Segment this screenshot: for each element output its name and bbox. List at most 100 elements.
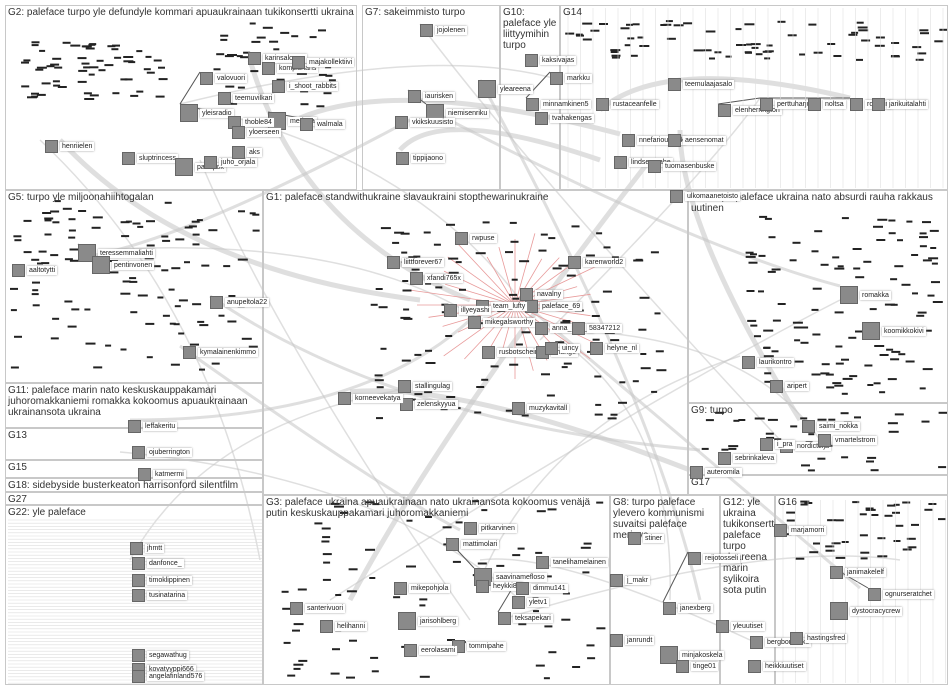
graph-node[interactable]: mikegalsworthy bbox=[468, 316, 535, 329]
graph-node[interactable]: liittforever67 bbox=[387, 256, 444, 269]
graph-node[interactable]: kymalainenkimmo bbox=[183, 346, 258, 359]
graph-node[interactable]: tippijaono bbox=[396, 152, 445, 165]
graph-node[interactable]: ojuberrington bbox=[132, 446, 192, 459]
graph-node[interactable]: teksapekari bbox=[498, 612, 553, 625]
graph-node[interactable]: reijotosseli bbox=[688, 552, 740, 565]
graph-node[interactable]: pitkarvinen bbox=[464, 522, 517, 535]
graph-node[interactable]: tvahakengas bbox=[535, 112, 594, 125]
graph-node[interactable]: kaksivajas bbox=[525, 54, 576, 67]
graph-node[interactable]: stiner bbox=[628, 532, 664, 545]
graph-node[interactable]: angelafinland576 bbox=[132, 670, 204, 683]
graph-node[interactable]: yletv1 bbox=[512, 596, 549, 609]
graph-node[interactable]: sluptrincess bbox=[122, 152, 178, 165]
graph-node[interactable]: heikkiuutiset bbox=[748, 660, 806, 673]
graph-node[interactable]: noltsa bbox=[808, 98, 846, 111]
graph-node[interactable]: valovuori bbox=[200, 72, 247, 85]
graph-node[interactable]: dimmu141 bbox=[516, 582, 568, 595]
graph-node[interactable]: muzykavitall bbox=[512, 402, 569, 415]
graph-node[interactable]: sebrinkaleva bbox=[718, 452, 776, 465]
graph-node[interactable]: xfandi765x bbox=[410, 272, 463, 285]
graph-node[interactable]: saimi_nokka bbox=[802, 420, 860, 433]
graph-node[interactable]: tusinatarina bbox=[132, 589, 187, 602]
graph-node[interactable]: vkikskuusisto bbox=[395, 116, 455, 129]
node-label: leffakeritu bbox=[143, 422, 177, 431]
graph-node[interactable]: leffakeritu bbox=[128, 420, 177, 433]
graph-node[interactable]: rustaceanfelle bbox=[596, 98, 659, 111]
avatar bbox=[610, 574, 623, 587]
graph-node[interactable]: mikepohjola bbox=[394, 582, 450, 595]
graph-node[interactable]: janrundt bbox=[610, 634, 654, 647]
graph-node[interactable]: yleisradio bbox=[180, 104, 234, 122]
graph-node[interactable]: helihanni bbox=[320, 620, 367, 633]
graph-node[interactable]: rusbotschein bbox=[482, 346, 541, 359]
avatar bbox=[200, 72, 213, 85]
graph-node[interactable]: vmartelstrom bbox=[818, 434, 877, 447]
graph-node[interactable]: mattimolari bbox=[446, 538, 499, 551]
graph-node[interactable]: laurikontro bbox=[742, 356, 794, 369]
graph-node[interactable]: yleareena bbox=[478, 80, 533, 98]
graph-node[interactable]: eerolasami bbox=[404, 644, 457, 657]
graph-node[interactable]: jarisohlberg bbox=[398, 612, 458, 630]
graph-node[interactable]: auteromila bbox=[690, 466, 742, 479]
graph-node[interactable]: timoklippinen bbox=[132, 574, 192, 587]
graph-node[interactable]: katmermi bbox=[138, 468, 186, 481]
avatar bbox=[525, 54, 538, 67]
graph-node[interactable]: ognurseratchet bbox=[868, 588, 934, 601]
graph-node[interactable]: danfonce_ bbox=[132, 557, 184, 570]
graph-node[interactable]: walmala bbox=[300, 118, 345, 131]
graph-node[interactable]: helyne_nl bbox=[590, 342, 639, 355]
avatar bbox=[478, 80, 496, 98]
graph-node[interactable]: i_pra bbox=[760, 438, 795, 451]
graph-node[interactable]: yloerseen bbox=[232, 126, 281, 139]
graph-node[interactable]: janimakelelf bbox=[830, 566, 886, 579]
graph-node[interactable]: stallingulag bbox=[398, 380, 452, 393]
group-box-g15 bbox=[5, 460, 263, 478]
graph-node[interactable]: illyeyashi bbox=[444, 304, 491, 317]
graph-node[interactable]: majakollektiivi bbox=[292, 56, 354, 69]
graph-node[interactable]: aripert bbox=[770, 380, 809, 393]
graph-node[interactable]: jarikuitalahti bbox=[872, 98, 928, 111]
graph-node[interactable]: navalny bbox=[520, 288, 563, 301]
node-label: rustaceanfelle bbox=[611, 100, 659, 109]
graph-node[interactable]: santerivuori bbox=[290, 602, 345, 615]
graph-node[interactable]: marjamorri bbox=[774, 524, 826, 537]
graph-node[interactable]: paleface_69 bbox=[525, 300, 582, 313]
graph-node[interactable]: rwpuse bbox=[455, 232, 497, 245]
node-label: tvahakengas bbox=[550, 114, 594, 123]
graph-node[interactable]: iaurisken bbox=[408, 90, 455, 103]
graph-node[interactable]: aensenomat bbox=[668, 134, 726, 147]
graph-node[interactable]: 58347212 bbox=[572, 322, 622, 335]
node-label: tippijaono bbox=[411, 154, 445, 163]
graph-node[interactable]: segawathug bbox=[132, 649, 189, 662]
graph-node[interactable]: anupeltola22 bbox=[210, 296, 269, 309]
graph-node[interactable]: uincy bbox=[545, 342, 580, 355]
graph-node[interactable]: markku bbox=[550, 72, 592, 85]
graph-node[interactable]: romakka bbox=[840, 286, 891, 304]
graph-node[interactable]: janexberg bbox=[663, 602, 713, 615]
graph-node[interactable]: zelenskyyua bbox=[400, 398, 458, 411]
graph-node[interactable]: tuomasenbuske bbox=[648, 160, 716, 173]
graph-node[interactable]: yleuutiset bbox=[716, 620, 765, 633]
graph-node[interactable]: tanelihamelainen bbox=[536, 556, 608, 569]
graph-node[interactable]: hastingsfred bbox=[790, 632, 847, 645]
graph-node[interactable]: aaltotytti bbox=[12, 264, 57, 277]
graph-node[interactable]: jojolenen bbox=[420, 24, 467, 37]
graph-node[interactable]: i_shoot_rabbits bbox=[272, 80, 338, 93]
graph-node[interactable]: dystocracycrew bbox=[830, 602, 902, 620]
graph-node[interactable]: korneevekatya bbox=[338, 392, 403, 405]
graph-node[interactable]: jhmtt bbox=[130, 542, 164, 555]
graph-node[interactable]: ulkomaanetoisto bbox=[670, 190, 740, 203]
graph-node[interactable]: pentinvonen bbox=[92, 256, 154, 274]
graph-node[interactable]: henriielen bbox=[45, 140, 94, 153]
graph-node[interactable]: tinge01 bbox=[676, 660, 718, 673]
node-label: yletv1 bbox=[527, 598, 549, 607]
graph-node[interactable]: koomikkokivi bbox=[862, 322, 926, 340]
graph-node[interactable]: j_makr bbox=[610, 574, 650, 587]
graph-node[interactable]: teemulaajasalo bbox=[668, 78, 734, 91]
avatar bbox=[92, 256, 110, 274]
graph-node[interactable]: minnamkinen5 bbox=[526, 98, 591, 111]
graph-node[interactable]: karenworld2 bbox=[568, 256, 625, 269]
avatar bbox=[410, 272, 423, 285]
graph-node[interactable]: tommipahe bbox=[452, 640, 506, 653]
graph-node[interactable]: aks bbox=[232, 146, 262, 159]
